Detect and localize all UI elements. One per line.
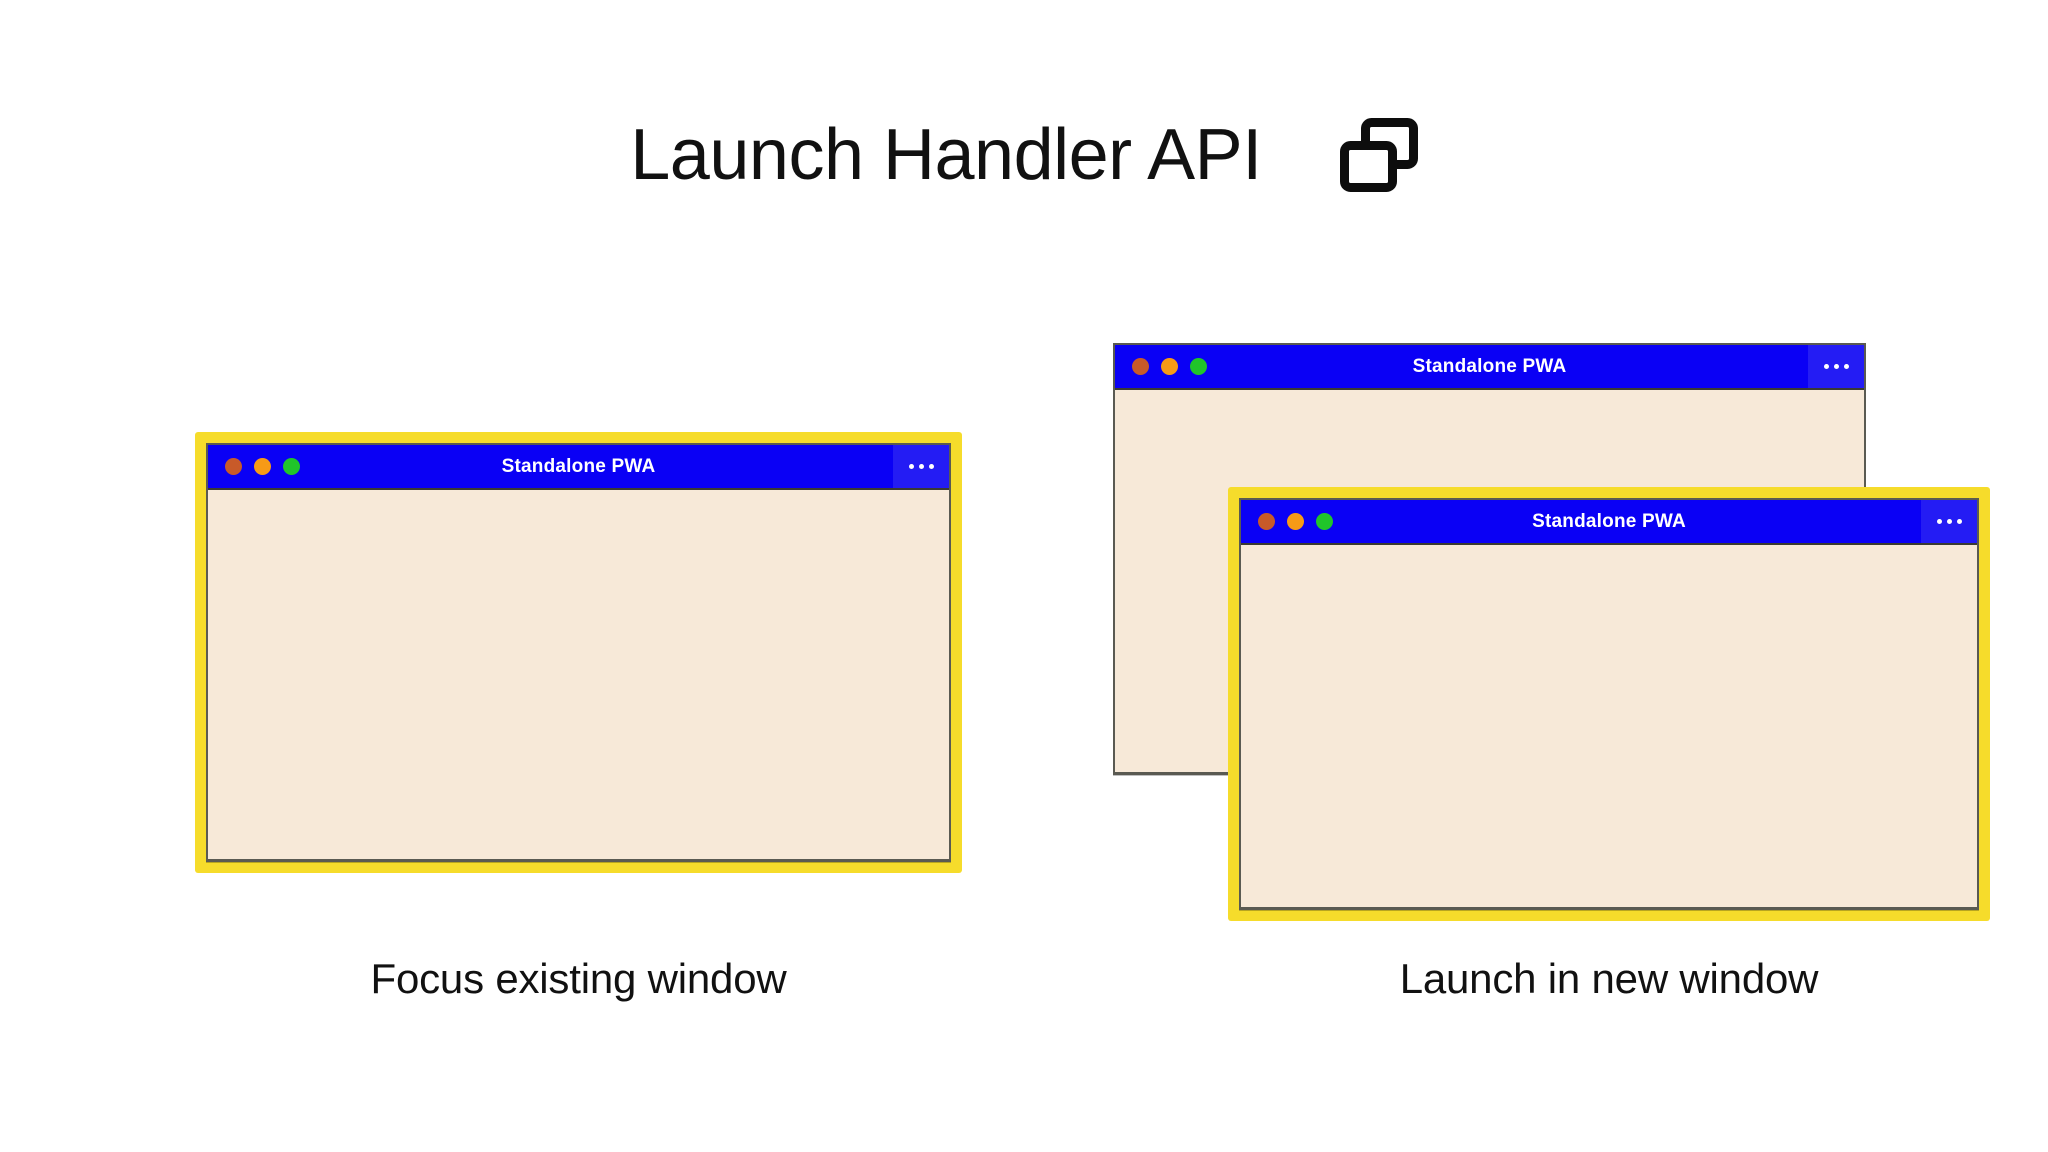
maximize-dot[interactable] <box>1316 513 1333 530</box>
window-title: Standalone PWA <box>1412 355 1567 377</box>
menu-dot-1 <box>1823 364 1829 369</box>
overflow-menu-icon[interactable] <box>893 445 949 488</box>
menu-dot-3 <box>1843 364 1849 369</box>
menu-dot-3 <box>1956 519 1962 524</box>
window-title-bar[interactable]: Standalone PWA <box>1241 500 1977 545</box>
close-dot[interactable] <box>225 458 242 475</box>
multi-window-icon <box>1339 118 1418 192</box>
window-title: Standalone PWA <box>1532 510 1686 532</box>
caption-launch-in-new-window: Launch in new window <box>1399 955 1819 1002</box>
window-content-area <box>208 490 949 859</box>
minimize-dot[interactable] <box>1287 513 1304 530</box>
page-heading: Launch Handler API <box>0 118 2048 192</box>
window-content-area <box>1241 545 1977 907</box>
maximize-dot[interactable] <box>1190 358 1207 375</box>
overflow-menu-icon[interactable] <box>1808 345 1864 388</box>
traffic-lights <box>1258 513 1333 530</box>
traffic-lights <box>225 458 300 475</box>
menu-dot-1 <box>1936 519 1942 524</box>
maximize-dot[interactable] <box>283 458 300 475</box>
window-title-bar[interactable]: Standalone PWA <box>208 445 949 490</box>
menu-dot-1 <box>908 464 914 469</box>
page-title: Launch Handler API <box>630 115 1262 195</box>
menu-dot-2 <box>1833 364 1839 369</box>
traffic-lights <box>1132 358 1207 375</box>
window-title: Standalone PWA <box>501 455 656 477</box>
caption-focus-existing-window: Focus existing window <box>370 955 787 1002</box>
menu-dot-2 <box>918 464 924 469</box>
pwa-window-focus-existing[interactable]: Standalone PWA <box>195 432 962 873</box>
close-dot[interactable] <box>1258 513 1275 530</box>
minimize-dot[interactable] <box>254 458 271 475</box>
overflow-menu-icon[interactable] <box>1921 500 1977 543</box>
window-title-bar[interactable]: Standalone PWA <box>1115 345 1864 390</box>
menu-dot-3 <box>928 464 934 469</box>
minimize-dot[interactable] <box>1161 358 1178 375</box>
menu-dot-2 <box>1946 519 1952 524</box>
pwa-window-new-foreground[interactable]: Standalone PWA <box>1228 487 1990 921</box>
close-dot[interactable] <box>1132 358 1149 375</box>
window-frame: Standalone PWA <box>1239 498 1979 910</box>
window-frame: Standalone PWA <box>206 443 951 862</box>
